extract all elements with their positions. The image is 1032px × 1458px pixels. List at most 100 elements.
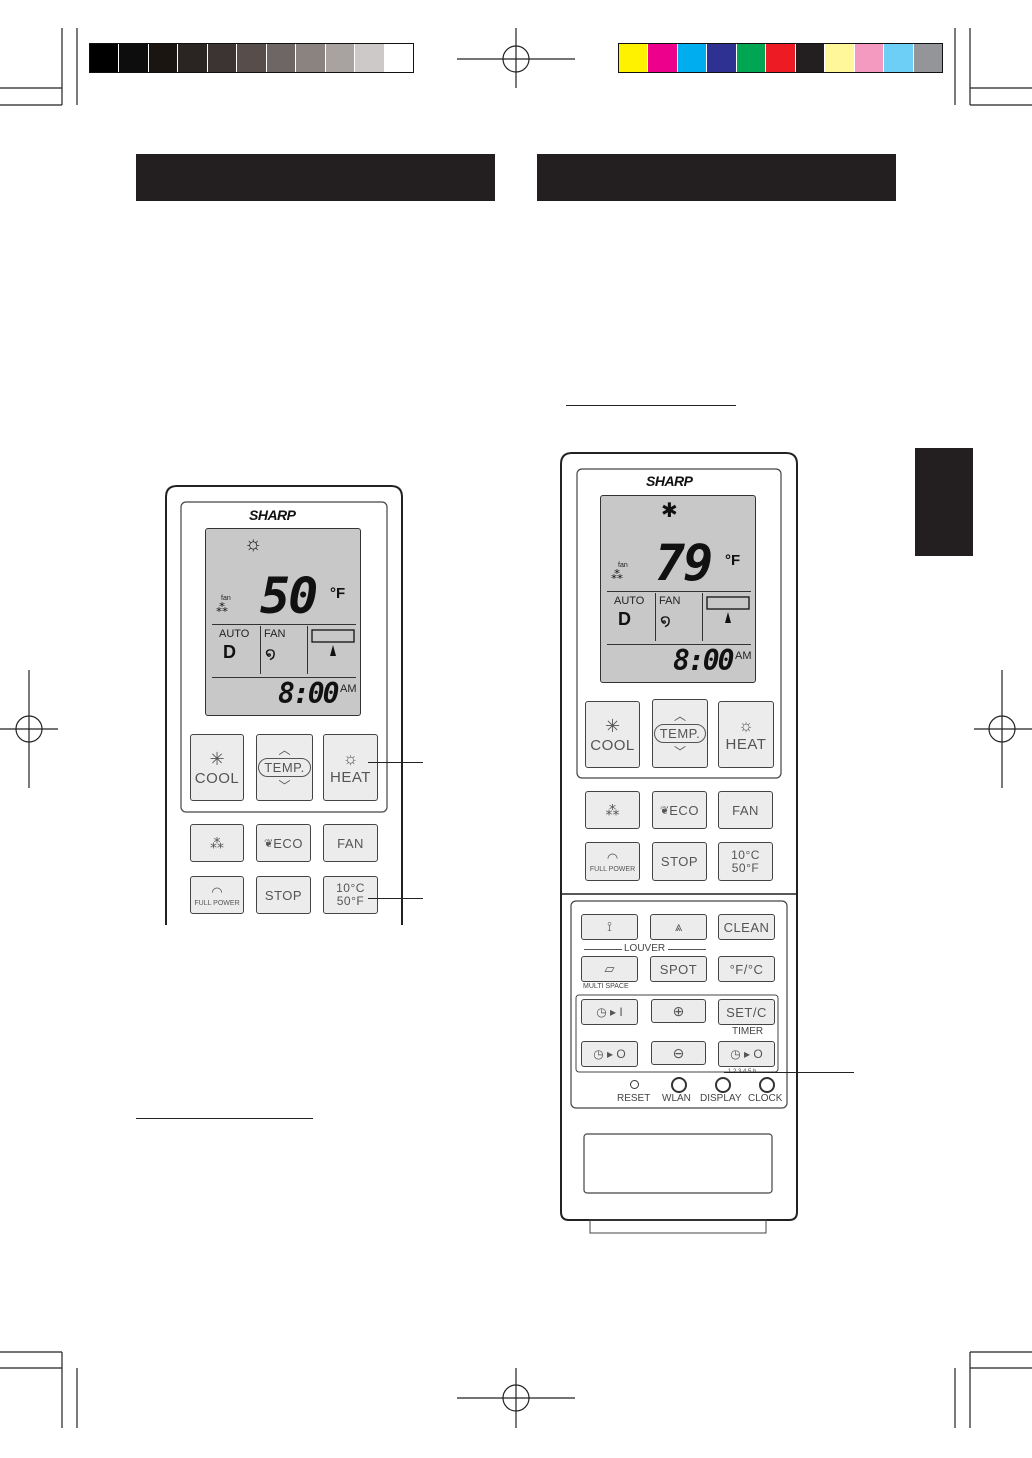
gray-patch bbox=[147, 44, 178, 72]
snowflake-icon: ✳ bbox=[209, 748, 225, 769]
lcd-display: ☼ fan ⁂ 50 °F AUTO D FAN ໑ 8:00 AM bbox=[205, 528, 361, 716]
temp-button-label: TEMP. bbox=[258, 758, 311, 777]
brand-logo: SHARP bbox=[249, 507, 296, 523]
fan-speed-icon: ⁂ bbox=[216, 601, 228, 615]
wlan-label: WLAN bbox=[662, 1093, 691, 1104]
louver-icon bbox=[706, 596, 750, 623]
fan-mode-label: FAN bbox=[264, 628, 286, 640]
gauge-icon: ◠ bbox=[606, 850, 619, 865]
wlan-button[interactable] bbox=[671, 1077, 687, 1093]
stop-button-label: STOP bbox=[264, 887, 303, 903]
lcd-display: ✱ fan ⁂ 79 °F AUTO D FAN ໑ 8:00 AM bbox=[600, 495, 756, 683]
timer-off-icon: ◷ ▸ O bbox=[593, 1047, 626, 1061]
lcd-divider-h2 bbox=[607, 644, 751, 645]
color-patch bbox=[794, 44, 825, 72]
heat-button[interactable]: ☼ HEAT bbox=[323, 734, 378, 801]
horizontal-swing-icon: ⩓ bbox=[674, 919, 683, 934]
eco-button[interactable]: ❦ ECO bbox=[652, 791, 707, 829]
louver-icon bbox=[311, 629, 355, 656]
lcd-divider-v1 bbox=[260, 626, 261, 674]
color-patch bbox=[853, 44, 884, 72]
color-patch bbox=[706, 44, 736, 72]
heat-button[interactable]: ☼ HEAT bbox=[718, 701, 774, 768]
right-heading-underline bbox=[566, 405, 736, 406]
min-heat-button[interactable]: 10°C 50°F bbox=[323, 876, 378, 914]
spot-button[interactable]: SPOT bbox=[650, 956, 707, 982]
timer-off-icon: ◷ ▸ O bbox=[730, 1047, 763, 1061]
temp-button[interactable]: ︿ TEMP. ﹀ bbox=[256, 734, 313, 801]
clean-button[interactable]: CLEAN bbox=[718, 914, 775, 940]
multi-space-button[interactable]: ▱ bbox=[581, 956, 638, 982]
fan-button[interactable]: FAN bbox=[323, 824, 378, 862]
heat-mode-sun-icon: ☼ bbox=[244, 533, 263, 555]
lcd-divider-v1 bbox=[655, 593, 656, 641]
gray-patch bbox=[265, 44, 296, 72]
fan-speed-button[interactable]: ⁂ bbox=[190, 824, 244, 862]
fan-speed-button[interactable]: ⁂ bbox=[585, 791, 640, 829]
swirl-icon: ໑ bbox=[660, 611, 671, 630]
timer-on-button[interactable]: ◷ ▸ I bbox=[581, 999, 638, 1025]
color-patch bbox=[912, 44, 942, 72]
fan-speed-label: fan bbox=[618, 562, 628, 569]
swirl-icon: ໑ bbox=[265, 644, 276, 663]
color-patch bbox=[619, 44, 648, 72]
left-section-header bbox=[136, 154, 495, 201]
full-power-button[interactable]: ◠ FULL POWER bbox=[585, 842, 640, 881]
temp-button[interactable]: ︿ TEMP. ﹀ bbox=[652, 699, 708, 768]
minus-button[interactable]: ⊖ bbox=[651, 1041, 706, 1065]
timer-on-icon: ◷ ▸ I bbox=[596, 1005, 623, 1019]
min-heat-celsius: 10°C bbox=[336, 881, 365, 895]
fan-mode-label: FAN bbox=[659, 595, 681, 607]
full-power-label: FULL POWER bbox=[589, 866, 636, 873]
chapter-side-tab bbox=[915, 448, 973, 556]
temperature-readout: 79 bbox=[655, 534, 713, 592]
louver-swing-vertical-button[interactable]: ⟟ bbox=[581, 914, 638, 940]
color-patch bbox=[765, 44, 795, 72]
snowflake-icon: ✳ bbox=[604, 715, 621, 736]
gauge-icon: ◠ bbox=[211, 883, 223, 899]
temp-button-label: TEMP. bbox=[653, 724, 707, 743]
eco-button-label: ECO bbox=[669, 802, 699, 818]
min-heat-fahrenheit: 50°F bbox=[336, 894, 365, 908]
minus-icon: ⊖ bbox=[672, 1044, 685, 1061]
lcd-divider-h bbox=[607, 591, 751, 592]
fan-button[interactable]: FAN bbox=[718, 791, 773, 829]
full-power-button[interactable]: ◠ FULL POWER bbox=[190, 876, 244, 914]
eco-button[interactable]: ❦ ECO bbox=[256, 824, 311, 862]
timer-off-button[interactable]: ◷ ▸ O bbox=[581, 1041, 638, 1067]
stop-button[interactable]: STOP bbox=[652, 842, 707, 881]
auto-mode-label: AUTO bbox=[614, 595, 645, 607]
louver-swing-horizontal-button[interactable]: ⩓ bbox=[650, 914, 707, 940]
reset-label: RESET bbox=[617, 1093, 651, 1104]
multi-space-icon: ▱ bbox=[604, 961, 615, 976]
heat-button-label: HEAT bbox=[725, 736, 767, 753]
display-button[interactable] bbox=[715, 1077, 731, 1093]
temperature-readout: 50 bbox=[260, 567, 318, 625]
cool-button[interactable]: ✳ COOL bbox=[585, 701, 640, 768]
display-label: DISPLAY bbox=[700, 1093, 742, 1104]
cool-button-label: COOL bbox=[590, 736, 635, 754]
auto-mode-icon: D bbox=[223, 642, 236, 662]
min-heat-button[interactable]: 10°C 50°F bbox=[718, 842, 773, 881]
timer-group-label: TIMER bbox=[732, 1026, 764, 1037]
set-cancel-button[interactable]: SET/C bbox=[718, 999, 775, 1025]
brand-logo: SHARP bbox=[646, 473, 693, 489]
cool-button[interactable]: ✳ COOL bbox=[190, 734, 244, 801]
reset-hole[interactable] bbox=[630, 1080, 639, 1089]
stop-button[interactable]: STOP bbox=[256, 876, 311, 914]
clock-button[interactable] bbox=[759, 1077, 775, 1093]
cool-button-label: COOL bbox=[194, 769, 240, 787]
unit-toggle-button[interactable]: °F/°C bbox=[718, 956, 775, 982]
display-button-callout-line bbox=[724, 1072, 854, 1073]
leaf-icon: ❦ bbox=[660, 804, 670, 817]
cool-mode-snowflake-icon: ✱ bbox=[661, 500, 678, 522]
plus-button[interactable]: ⊕ bbox=[651, 999, 706, 1023]
clock-ampm: AM bbox=[340, 683, 357, 695]
gray-patch bbox=[118, 44, 148, 72]
full-power-label: FULL POWER bbox=[194, 899, 240, 907]
clock-label: CLOCK bbox=[748, 1093, 783, 1104]
fan-button-label: FAN bbox=[337, 835, 364, 851]
clock-readout: 8:00 bbox=[673, 644, 734, 677]
timer-off-right-button[interactable]: ◷ ▸ O bbox=[718, 1041, 775, 1067]
